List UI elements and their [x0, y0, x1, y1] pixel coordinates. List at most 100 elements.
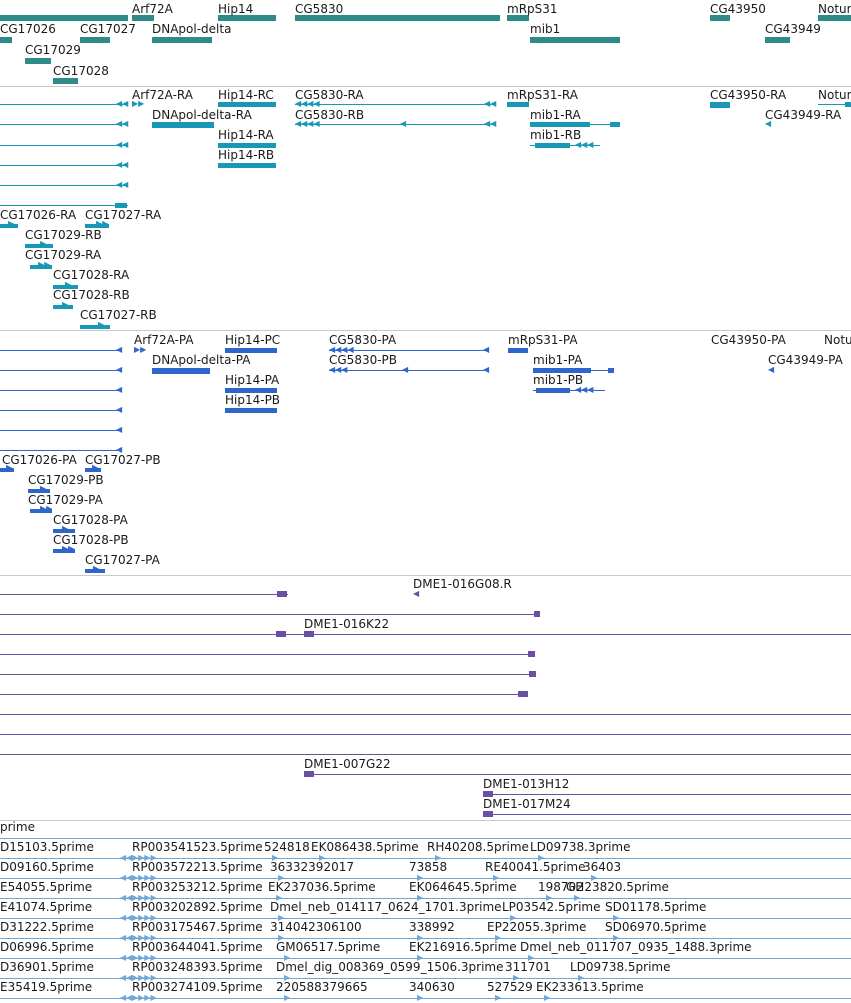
- clone-line[interactable]: [0, 754, 851, 755]
- clone-end[interactable]: [304, 771, 314, 777]
- protein-exon[interactable]: [30, 509, 52, 513]
- feature-label-hip14-pc: Hip14-PC: [225, 333, 281, 347]
- protein-exon[interactable]: [536, 388, 570, 393]
- protein-exon[interactable]: [533, 368, 591, 373]
- est-line[interactable]: [0, 958, 851, 959]
- feature-label-dnapol-delta-pa: DNApol-delta-PA: [152, 353, 251, 367]
- clone-line[interactable]: [0, 734, 851, 735]
- protein-exon[interactable]: [0, 468, 14, 472]
- protein-exon[interactable]: [225, 388, 277, 393]
- gene-bar[interactable]: [818, 15, 851, 21]
- gene-bar[interactable]: [765, 37, 790, 43]
- protein-exon[interactable]: [85, 468, 101, 472]
- strand-forward-icon: ▶: [276, 893, 283, 902]
- est-line[interactable]: [0, 838, 851, 839]
- clone-line[interactable]: [0, 674, 536, 675]
- transcript-exon[interactable]: [218, 163, 276, 168]
- gene-bar[interactable]: [152, 37, 212, 43]
- clone-end[interactable]: [277, 591, 287, 597]
- gene-bar[interactable]: [507, 15, 529, 21]
- transcript-line[interactable]: [818, 104, 851, 105]
- protein-exon[interactable]: [508, 348, 528, 353]
- transcript-exon[interactable]: [218, 143, 276, 148]
- clone-line[interactable]: [483, 794, 851, 795]
- clone-line[interactable]: [0, 594, 288, 595]
- protein-exon[interactable]: [53, 549, 75, 553]
- transcript-exon[interactable]: [507, 102, 529, 107]
- transcript-exon[interactable]: [530, 122, 590, 127]
- protein-exon[interactable]: [28, 489, 50, 493]
- est-line[interactable]: [0, 998, 851, 999]
- gene-bar[interactable]: [218, 15, 276, 21]
- est-line[interactable]: [0, 858, 851, 859]
- protein-line[interactable]: [0, 410, 122, 411]
- transcript-exon[interactable]: [845, 102, 851, 107]
- transcript-exon[interactable]: [30, 265, 52, 269]
- transcript-line[interactable]: [0, 104, 128, 105]
- transcript-exon[interactable]: [25, 244, 53, 248]
- clone-line[interactable]: [483, 814, 851, 815]
- transcript-line[interactable]: [295, 104, 495, 105]
- protein-exon[interactable]: [225, 348, 277, 353]
- clone-line[interactable]: [0, 714, 851, 715]
- protein-line[interactable]: [329, 370, 489, 371]
- protein-exon[interactable]: [608, 368, 614, 373]
- clone-line[interactable]: [0, 654, 535, 655]
- transcript-line[interactable]: [0, 165, 128, 166]
- transcript-line[interactable]: [0, 205, 128, 206]
- est-line[interactable]: [0, 918, 851, 919]
- feature-label-d06996-5prime: D06996.5prime: [0, 940, 94, 954]
- gene-bar[interactable]: [295, 15, 500, 21]
- gene-bar[interactable]: [0, 37, 12, 43]
- transcript-line[interactable]: [0, 124, 128, 125]
- transcript-line[interactable]: [295, 124, 495, 125]
- clone-line[interactable]: [0, 694, 528, 695]
- transcript-exon[interactable]: [85, 224, 109, 228]
- clone-line[interactable]: [0, 634, 851, 635]
- est-line[interactable]: [0, 898, 851, 899]
- protein-line[interactable]: [329, 350, 489, 351]
- protein-line[interactable]: [0, 390, 122, 391]
- clone-end[interactable]: [483, 791, 493, 797]
- protein-exon[interactable]: [85, 569, 105, 573]
- gene-bar[interactable]: [53, 78, 78, 84]
- protein-line[interactable]: [0, 350, 122, 351]
- gene-bar[interactable]: [25, 58, 51, 64]
- protein-exon[interactable]: [225, 408, 277, 413]
- clone-end[interactable]: [276, 631, 286, 637]
- protein-line[interactable]: [0, 430, 122, 431]
- transcript-exon[interactable]: [710, 102, 730, 108]
- clone-end[interactable]: [518, 691, 528, 697]
- gene-bar[interactable]: [530, 37, 620, 43]
- clone-end[interactable]: [534, 611, 540, 617]
- gene-bar[interactable]: [0, 15, 128, 21]
- transcript-line[interactable]: [0, 145, 128, 146]
- transcript-exon[interactable]: [53, 305, 73, 309]
- transcript-exon[interactable]: [218, 102, 276, 107]
- transcript-exon[interactable]: [535, 143, 570, 148]
- transcript-exon[interactable]: [115, 203, 127, 208]
- clone-end[interactable]: [483, 811, 493, 817]
- protein-exon[interactable]: [53, 529, 75, 533]
- gene-bar[interactable]: [80, 37, 110, 43]
- clone-end[interactable]: [304, 631, 314, 637]
- clone-end[interactable]: [528, 651, 535, 657]
- gene-bar[interactable]: [710, 15, 730, 21]
- protein-line[interactable]: [0, 370, 122, 371]
- clone-end[interactable]: [529, 671, 536, 677]
- protein-line[interactable]: [0, 450, 122, 451]
- transcript-exon[interactable]: [0, 224, 18, 228]
- transcript-line[interactable]: [0, 185, 128, 186]
- transcript-exon[interactable]: [152, 122, 214, 128]
- clone-line[interactable]: [0, 614, 538, 615]
- transcript-exon[interactable]: [80, 325, 110, 329]
- transcript-exon[interactable]: [53, 285, 78, 289]
- clone-line[interactable]: [304, 774, 851, 775]
- protein-exon[interactable]: [152, 368, 210, 374]
- est-line[interactable]: [0, 878, 851, 879]
- transcript-exon[interactable]: [610, 122, 620, 127]
- est-line[interactable]: [0, 978, 851, 979]
- est-line[interactable]: [0, 938, 851, 939]
- gene-bar[interactable]: [132, 15, 154, 21]
